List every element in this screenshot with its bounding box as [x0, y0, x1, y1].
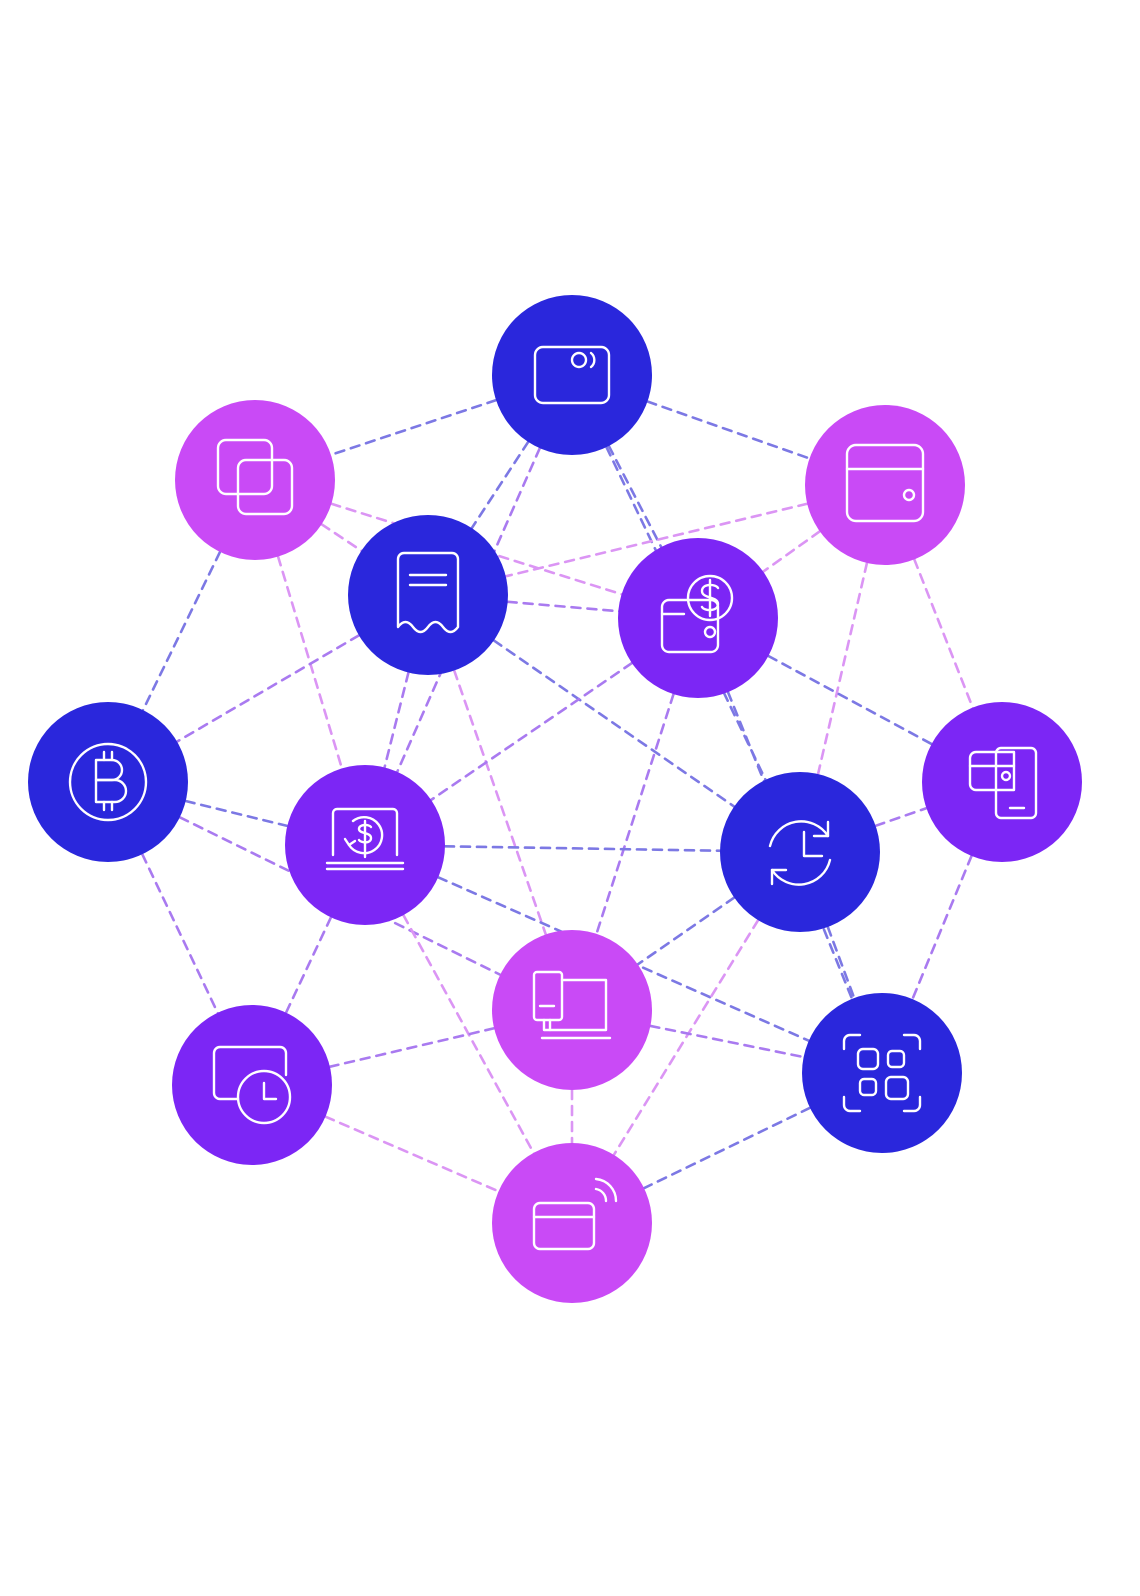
qr-code-icon — [842, 1033, 922, 1113]
pos-terminal-icon — [532, 970, 612, 1040]
node-pos-terminal — [492, 930, 652, 1090]
node-receipt — [348, 515, 508, 675]
laptop-dollar-icon — [325, 807, 405, 871]
node-copy — [175, 400, 335, 560]
nodes-layer — [28, 295, 1082, 1303]
node-circle — [172, 1005, 332, 1165]
node-circle — [348, 515, 508, 675]
node-circle — [492, 930, 652, 1090]
wallet-card-icon — [533, 345, 611, 405]
contactless-card-icon — [532, 1177, 618, 1251]
node-circle — [805, 405, 965, 565]
node-laptop-dollar — [285, 765, 445, 925]
node-circle — [28, 702, 188, 862]
node-contactless-card — [492, 1143, 652, 1303]
wallet-icon — [845, 443, 925, 523]
node-sync-clock — [720, 772, 880, 932]
node-bitcoin — [28, 702, 188, 862]
card-clock-icon — [212, 1045, 292, 1125]
connection-wallet-card-to-receipt — [426, 373, 574, 597]
wallet-phone-icon — [968, 746, 1038, 820]
bitcoin-icon — [68, 742, 148, 822]
receipt-icon — [396, 551, 460, 634]
node-circle — [802, 993, 962, 1153]
node-card-clock — [172, 1005, 332, 1165]
node-wallet-card — [492, 295, 652, 455]
node-circle — [618, 538, 778, 698]
node-circle — [720, 772, 880, 932]
node-wallet-dollar — [618, 538, 778, 698]
copy-icon — [216, 438, 294, 516]
connection-laptop-dollar-to-qr-code — [363, 843, 884, 1075]
node-qr-code — [802, 993, 962, 1153]
node-circle — [175, 400, 335, 560]
node-wallet-phone — [922, 702, 1082, 862]
node-wallet — [805, 405, 965, 565]
connection-laptop-dollar-to-card-clock — [250, 843, 367, 1087]
connection-bitcoin-to-laptop-dollar — [106, 780, 367, 847]
wallet-dollar-icon — [660, 574, 734, 654]
node-circle — [492, 1143, 652, 1303]
node-circle — [492, 295, 652, 455]
sync-clock-icon — [768, 820, 832, 886]
node-circle — [922, 702, 1082, 862]
